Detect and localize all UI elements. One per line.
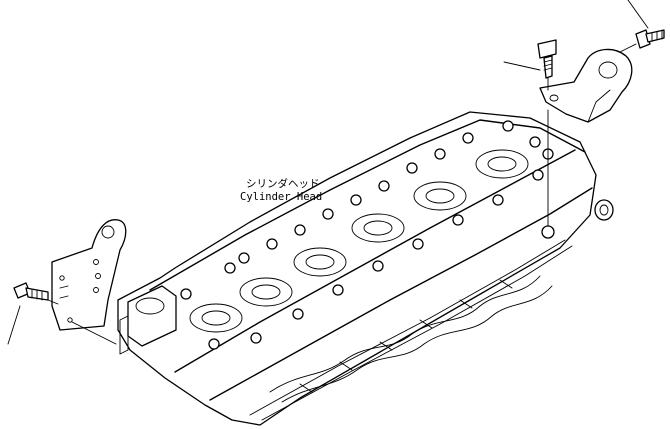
cylinder-head-label-en: Cylinder Head xyxy=(240,191,322,203)
rear-bracket-bolt-vertical xyxy=(537,39,557,79)
head-bolts xyxy=(180,120,554,350)
front-lifting-bracket xyxy=(51,219,127,331)
cylinder-head xyxy=(117,111,614,426)
rear-bracket-bolt-horizontal xyxy=(635,29,665,49)
front-bracket-centerline xyxy=(47,299,117,345)
front-bolt-leader xyxy=(7,305,21,345)
cylinder-ports xyxy=(189,149,529,333)
rear-lifting-bracket xyxy=(539,48,633,123)
front-bracket-bolt xyxy=(13,282,49,301)
rear-horizontal-bolt-leader xyxy=(627,0,649,29)
rear-vertical-bolt-leader xyxy=(503,61,541,71)
cylinder-head-label-jp: シリンダヘッド xyxy=(246,177,320,190)
rear-horizontal-centerline xyxy=(619,43,637,53)
